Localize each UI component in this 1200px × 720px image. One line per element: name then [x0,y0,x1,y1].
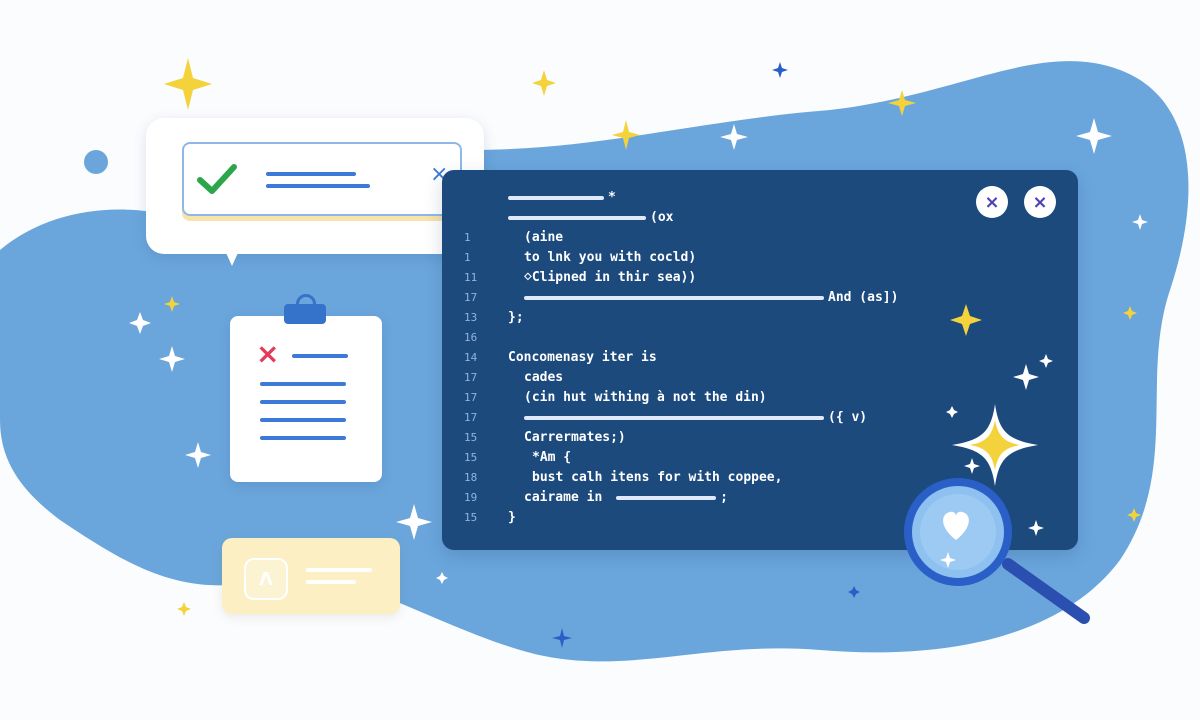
code-line: 13 }; [464,310,524,325]
star-icon [159,346,185,372]
code-line: 15 } [464,510,516,525]
star-icon [950,304,982,336]
code-line: 14 Concomenasy iter is [464,350,657,365]
star-icon [888,90,916,116]
close-button[interactable]: × [976,186,1008,218]
magnifier-icon [904,478,1090,624]
sparkle-icon [952,404,1038,486]
code-line: 15 *Am { [464,450,572,465]
star-icon [164,296,180,312]
star-icon [1076,118,1112,154]
star-icon [129,312,151,334]
star-icon [436,572,448,584]
star-icon [177,602,191,616]
clipboard-line [260,436,346,440]
bubble-tail [222,244,242,266]
star-icon [964,458,980,474]
clipboard-card: × [230,316,382,482]
cross-icon: × [256,337,280,370]
check-icon [197,164,237,194]
code-line: 19 cairame in ; [464,490,728,505]
close-icon: × [1032,191,1048,213]
star-icon [1123,306,1137,320]
star-icon [552,628,572,648]
star-icon [772,62,788,78]
close-button[interactable]: × [1024,186,1056,218]
clipboard-line [260,400,346,404]
chevron-up-icon: Λ [244,558,288,600]
pill-line [306,580,356,584]
code-line: 17 (cin hut withing à not the din) [464,390,767,405]
clipboard-clip [284,304,326,324]
star-icon [848,586,860,598]
star-icon [164,58,212,110]
decor-dot [84,150,108,174]
clipboard-line [260,418,346,422]
star-icon [720,124,748,150]
star-icon [396,504,432,540]
code-line: 15 Carrermates;) [464,430,626,445]
code-line: 18 bust calh itens for with coppee, [464,470,783,485]
code-line: 17 ({ v) [464,410,868,425]
pill-card[interactable]: Λ [222,538,400,614]
clipboard-line [292,354,348,358]
code-line: 16 [464,331,478,344]
close-icon: × [984,191,1000,213]
star-icon [612,120,640,150]
code-line: 17 And (as]) [464,290,899,305]
clipboard-line [260,382,346,386]
star-icon [185,442,211,468]
star-icon [1132,214,1148,230]
code-line: 17 cades [464,370,564,385]
pill-line [306,568,372,572]
notification-line [266,172,356,176]
star-icon [1028,520,1044,536]
code-line: * [442,188,1078,208]
star-icon [1039,354,1053,368]
star-icon [1127,508,1141,522]
code-line: 11 ⋄Clipned in thir sea⟩) [464,270,697,285]
code-line: (ox [442,208,1078,228]
heart-icon [943,511,969,540]
code-line: 1 to lnk you with cocld) [464,250,697,265]
star-icon [946,406,958,418]
notification-line [266,184,370,188]
star-icon [1013,364,1039,390]
code-line: 1 (aine [464,230,564,245]
star-icon [532,70,556,96]
